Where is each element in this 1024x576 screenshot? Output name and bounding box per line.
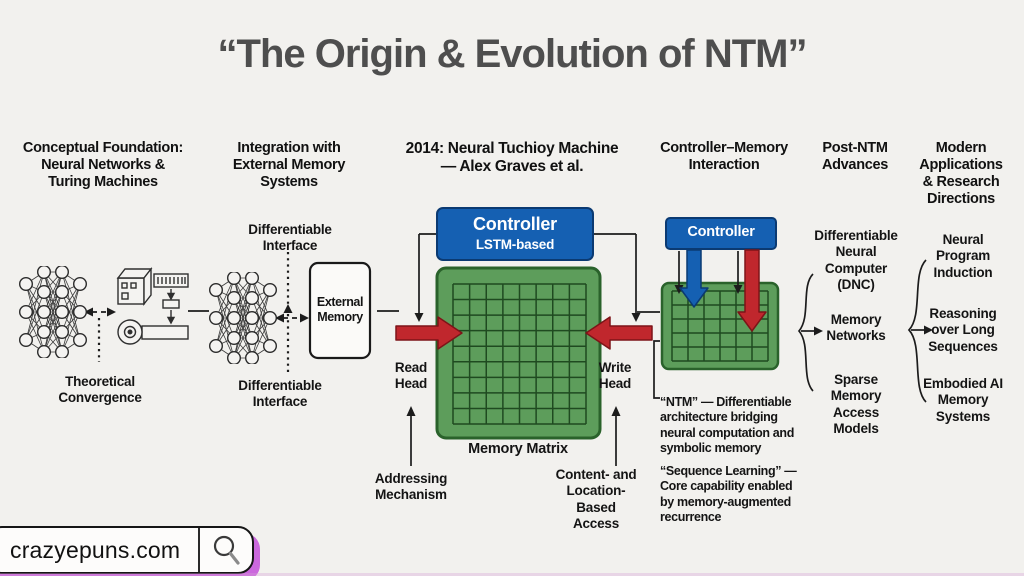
- post-ntm-item-sparse-memory: Sparse Memory Access Models: [830, 372, 882, 437]
- search-icon: [198, 528, 252, 572]
- theoretical-convergence-label: Theoretical Convergence: [58, 374, 142, 406]
- memory-matrix-grid: [452, 283, 587, 425]
- controller-head-wires: [414, 233, 641, 322]
- page-title: “The Origin & Evolution of NTM”: [217, 32, 808, 76]
- column-header-integration: Integration with External Memory Systems: [232, 140, 346, 191]
- differentiable-interface-bottom-label: Differentiable Interface: [238, 378, 322, 410]
- post-ntm-item-memory-networks: Memory Networks: [826, 312, 886, 344]
- turing-machine-sketch: [116, 266, 189, 345]
- differentiable-interface-top-label: Differentiable Interface: [248, 222, 332, 254]
- interaction-controller-label: Controller: [687, 224, 755, 240]
- watermark-text: crazyepuns.com: [10, 536, 181, 563]
- convergence-arrow: [84, 307, 116, 362]
- controller-box: [436, 207, 594, 261]
- fanout-brace-1: [797, 273, 823, 392]
- column-header-post-ntm: Post-NTM Advances: [821, 140, 889, 174]
- neural-network-sketch: [208, 272, 278, 364]
- modern-item-long-sequences: Reasoning over Long Sequences: [928, 306, 998, 354]
- addressing-arrow: [406, 406, 416, 466]
- read-head-label: Read Head: [394, 360, 428, 392]
- interaction-arrows: [674, 249, 767, 332]
- memory-matrix-label: Memory Matrix: [468, 441, 568, 457]
- column-header-foundation: Conceptual Foundation: Neural Networks &…: [22, 140, 184, 191]
- column-header-modern: Modern Applications & Research Direction…: [919, 140, 1003, 208]
- post-ntm-item-dnc: Differentiable Neural Computer (DNC): [814, 228, 898, 293]
- column-header-interaction: Controller–Memory Interaction: [660, 140, 788, 174]
- fanout-brace-2: [907, 259, 933, 403]
- controller-label: Controller: [472, 214, 557, 234]
- write-head-label: Write Head: [598, 360, 632, 392]
- differentiable-interface-arrow: [275, 252, 309, 372]
- access-arrow: [611, 406, 621, 466]
- neural-network-sketch: [18, 266, 88, 358]
- interaction-controller-box: [665, 217, 777, 250]
- modern-item-embodied-ai: Embodied AI Memory Systems: [923, 376, 1003, 424]
- read-head-arrow: [395, 316, 463, 350]
- watermark-search-bar: crazyepuns.com: [0, 526, 254, 574]
- sequence-learning-note: “Sequence Learning” — Core capability en…: [660, 464, 797, 524]
- ntm-note: “NTM” — Differentiable architecture brid…: [660, 395, 794, 455]
- controller-sub-label: LSTM-based: [475, 237, 555, 252]
- note-bracket: [653, 340, 660, 399]
- external-memory-box: [308, 261, 372, 360]
- column-header-ntm-2014: 2014: Neural Tuchioy Machine — Alex Grav…: [405, 140, 619, 176]
- addressing-mechanism-label: Addressing Mechanism: [374, 471, 448, 503]
- content-location-access-label: Content- and Location-Based Access: [555, 467, 637, 532]
- write-head-arrow: [585, 316, 653, 350]
- memory-matrix: [435, 266, 602, 440]
- external-memory-label: External Memory: [316, 295, 364, 325]
- modern-item-program-induction: Neural Program Induction: [933, 232, 993, 280]
